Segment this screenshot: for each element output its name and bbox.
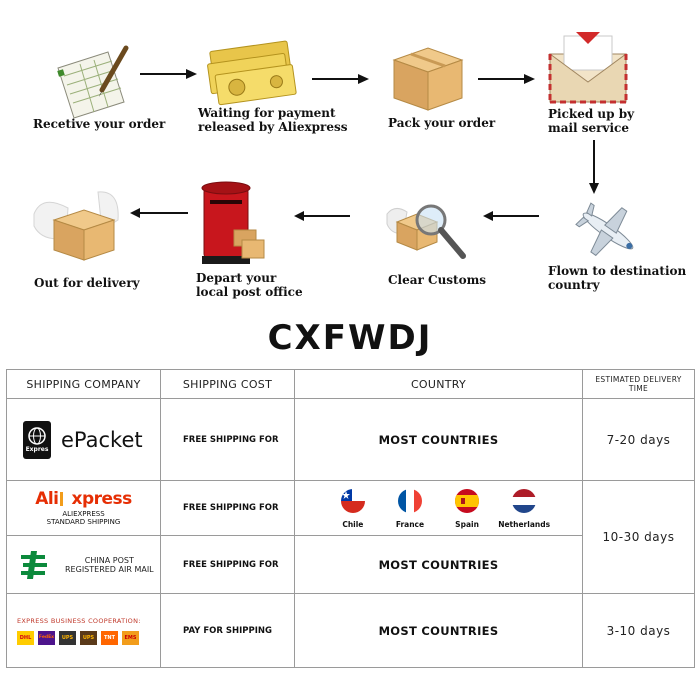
days-cell: 7-20 days [582,398,695,481]
table-row: EXPRESS BUSINESS COOPERATION: DHL FedEx … [6,593,695,668]
mailbox-icon [201,181,265,264]
company-sub: ALIEXPRESS [62,510,105,518]
step-label-out-for-delivery: Out for delivery [34,276,140,290]
country-cell: MOST COUNTRIES [294,398,583,481]
arrow-down-icon [589,140,599,194]
aliexpress-logo-part: xpress [71,489,133,509]
arrow-left-icon [483,211,539,221]
arrow-right-icon [478,74,535,84]
flag-item: Chile [327,488,379,529]
cost-cell: FREE SHIPPING FOR [160,480,295,536]
step-clear-customs [383,200,473,268]
ems-logo-icon: EMS [122,630,139,645]
country-cell: MOST COUNTRIES [294,535,583,594]
table-header-row: SHIPPING COMPANY SHIPPING COST COUNTRY E… [6,369,695,399]
ups-shield-logo-icon: UPS [80,630,97,645]
step-label-picked-up: Picked up by mail service [548,107,634,135]
dhl-logo-icon: DHL [17,630,34,645]
arrow-left-icon [294,211,350,221]
flag-label: Chile [342,519,364,529]
step-waiting-payment [205,38,300,108]
france-flag-icon [397,488,422,513]
cost-cell: FREE SHIPPING FOR [160,535,295,594]
header-estimated-delivery: ESTIMATED DELIVERY TIME [582,369,695,399]
step-label-line: Flown to destination [548,264,687,278]
country-flags-cell: Chile France Spain [294,480,583,536]
days-cell: 3-10 days [582,593,695,668]
flag-label: Spain [455,519,479,529]
company-name: CHINA POST [84,555,134,565]
step-out-for-delivery [28,186,124,270]
cost-cell: FREE SHIPPING FOR [160,398,295,481]
company-cell: Expres ePacket [6,398,161,481]
step-picked-up [546,30,630,106]
arrow-left-icon [130,208,188,218]
country-cell: MOST COUNTRIES [294,593,583,668]
shipping-table: SHIPPING COMPANY SHIPPING COST COUNTRY E… [6,369,695,668]
winged-box-icon [33,191,119,261]
company-name: ePacket [61,427,143,452]
step-label-receive-order: Recetive your order [33,117,166,131]
company-name: EXPRESS BUSINESS COOPERATION: [17,616,141,625]
flag-label: France [395,519,425,529]
step-label-line: Picked up by [548,107,635,121]
china-post-logo-icon [21,550,47,579]
ups-logo-icon: UPS [59,630,76,645]
money-icon [207,40,297,106]
company-cell: Ali xpress ALIEXPRESS STANDARD SHIPPING [6,480,161,536]
step-pack-order [388,42,468,114]
company-cell: EXPRESS BUSINESS COOPERATION: DHL FedEx … [6,593,161,668]
step-label-line: country [548,278,600,292]
envelope-icon [548,32,628,104]
globe-icon [28,427,46,445]
step-label-line: mail service [548,121,629,135]
cost-cell: PAY FOR SHIPPING [160,593,295,668]
step-label-waiting-payment: Waiting for payment released by Aliexpre… [198,106,348,134]
arrow-right-icon [140,69,197,79]
aliexpress-swoosh-icon [59,492,71,506]
company-name: REGISTERED AIR MAIL [65,564,154,574]
magnifier-box-icon [386,204,466,259]
step-label-line: local post office [196,285,303,299]
header-line: ESTIMATED DELIVERY [595,375,682,384]
step-label-depart-post-office: Depart your local post office [196,271,303,299]
header-country: COUNTRY [294,369,583,399]
step-receive-order [50,40,140,120]
flag-item: France [384,488,436,529]
epacket-logo-icon: Expres [23,420,51,459]
step-flown [572,198,644,264]
table-row: Expres ePacket FREE SHIPPING FOR MOST CO… [6,398,695,481]
order-form-icon [57,45,129,119]
arrow-right-icon [312,74,369,84]
step-depart-post-office [198,178,268,268]
header-shipping-company: SHIPPING COMPANY [6,369,161,399]
fedex-logo-icon: FedEx [38,630,55,645]
box-icon [392,47,464,111]
table-row: Ali xpress ALIEXPRESS STANDARD SHIPPING F… [6,480,695,594]
flag-label: Netherlands [498,519,551,529]
header-line: TIME [628,384,649,393]
netherlands-flag-icon [512,488,537,513]
aliexpress-logo-part: Ali [35,489,59,509]
table-row: CHINA POST REGISTERED AIR MAIL FREE SHIP… [6,535,695,594]
step-label-clear-customs: Clear Customs [388,273,487,287]
brand-title: CXFWDJ [267,318,433,358]
step-label-line: Depart your [196,271,277,285]
step-label-flown: Flown to destination country [548,264,686,292]
flag-item: Netherlands [498,488,550,529]
flag-item: Spain [441,488,493,529]
spain-flag-icon [455,488,480,513]
company-cell: CHINA POST REGISTERED AIR MAIL [6,535,161,594]
header-shipping-cost: SHIPPING COST [160,369,295,399]
airplane-icon [575,202,634,257]
tnt-logo-icon: TNT [101,630,118,645]
step-label-pack-order: Pack your order [388,116,496,130]
days-cell: 10-30 days [582,480,695,594]
aliexpress-logo: Ali xpress [7,490,160,508]
company-sub: STANDARD SHIPPING [46,518,121,526]
step-label-line: Waiting for payment [198,106,336,120]
epacket-badge-text: Expres [25,446,49,453]
chile-flag-icon [340,488,365,513]
step-label-line: released by Aliexpress [198,120,348,134]
